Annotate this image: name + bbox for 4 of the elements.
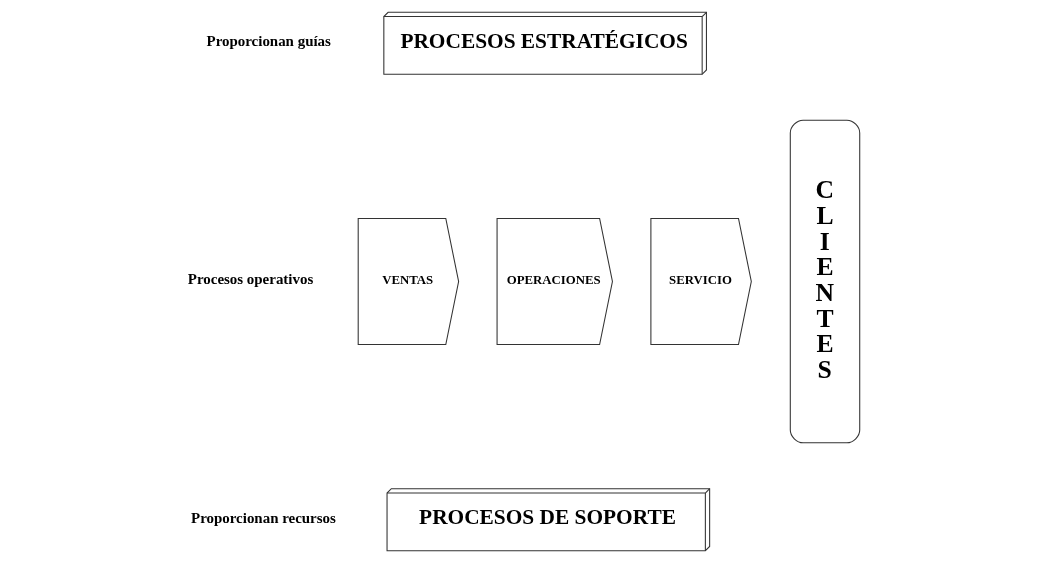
label: Procesos operativos <box>187 271 313 288</box>
label: Proporcionan recursos <box>190 509 336 526</box>
label: Proporcionan guías <box>206 33 331 50</box>
node-box: CLIENTES <box>789 119 860 444</box>
